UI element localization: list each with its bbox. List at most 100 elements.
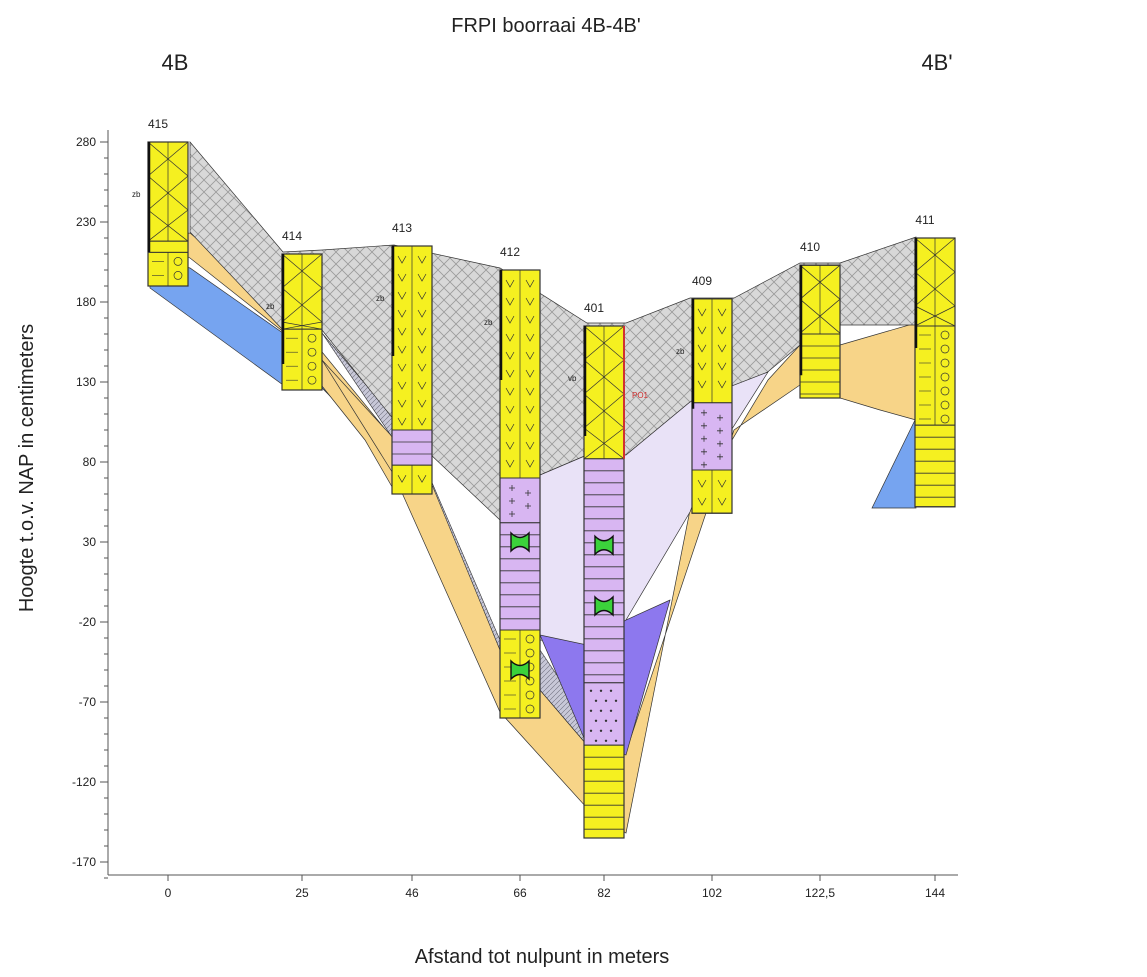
layer-mark	[525, 648, 535, 658]
x-tick-label: 144	[925, 886, 945, 900]
layer-mark	[525, 297, 535, 306]
layer-mark	[307, 375, 317, 385]
layer-mark	[525, 704, 535, 714]
layer-mark	[697, 344, 707, 353]
layer-mark	[505, 441, 515, 450]
layer-mark	[940, 330, 950, 340]
layer-mark	[397, 309, 407, 318]
borehole-tag: zb	[676, 347, 685, 356]
layer-mark	[701, 435, 707, 442]
borehole-id: 414	[282, 229, 302, 243]
x-tick-label: 122,5	[805, 886, 835, 900]
layer-mark	[509, 511, 515, 517]
layer-mark	[397, 273, 407, 282]
borehole-id: 410	[800, 240, 820, 254]
layer-mark	[717, 440, 723, 447]
layer-mark	[589, 729, 593, 732]
layer-mark	[307, 361, 317, 371]
layer-mark	[505, 459, 515, 468]
layer-mark	[417, 381, 427, 390]
organic-marker-icon	[510, 659, 530, 681]
layer-mark	[940, 358, 950, 368]
layer-mark	[417, 475, 427, 483]
layer-mark	[397, 345, 407, 354]
borehole-outline	[499, 269, 541, 719]
layer-mark	[604, 739, 608, 742]
layer-mark	[397, 475, 407, 483]
layer-mark	[505, 351, 515, 360]
layer-mark	[505, 405, 515, 414]
layer-mark	[701, 461, 707, 468]
layer-mark	[417, 255, 427, 264]
layer-mark	[417, 309, 427, 318]
borehole-layer	[391, 429, 433, 466]
borehole-outline	[914, 237, 956, 508]
x-tick-label: 102	[702, 886, 722, 900]
section-end-label: 4B'	[921, 50, 952, 75]
layer-mark	[505, 423, 515, 432]
borehole-layer	[499, 477, 541, 524]
layer-mark	[697, 497, 707, 506]
borehole-tag: zb	[484, 318, 493, 327]
borehole-id: 411	[915, 213, 934, 227]
borehole-id: 401	[584, 301, 604, 315]
borehole-id: 412	[500, 245, 520, 259]
layer-mark	[525, 490, 531, 496]
layer-mark	[697, 479, 707, 488]
borehole-outline	[391, 245, 433, 495]
layer-mark	[599, 709, 603, 712]
layer-mark	[717, 427, 723, 434]
borehole-layer	[583, 682, 625, 746]
layer-mark	[307, 333, 317, 343]
layer-mark	[505, 279, 515, 288]
layer-mark	[697, 326, 707, 335]
layer-mark	[614, 719, 618, 722]
layer-mark	[609, 729, 613, 732]
layer-mark	[589, 709, 593, 712]
layer-mark	[505, 387, 515, 396]
y-tick-label: 180	[76, 295, 96, 309]
layer-mark	[594, 739, 598, 742]
layer-mark	[397, 399, 407, 408]
layer-mark	[525, 690, 535, 700]
layer-mark	[604, 699, 608, 702]
organic-marker-icon	[594, 534, 614, 556]
y-tick-label: -120	[72, 775, 96, 789]
layer-mark	[589, 689, 593, 692]
borehole-layer	[799, 333, 841, 399]
layer-mark	[505, 333, 515, 342]
chart-title: FRPI boorraai 4B-4B'	[451, 15, 640, 37]
section-start-label: 4B	[162, 50, 189, 75]
x-tick-label: 66	[513, 886, 527, 900]
y-tick-label: 280	[76, 135, 96, 149]
x-tick-label: 46	[405, 886, 419, 900]
layer-mark	[701, 422, 707, 429]
y-tick-label: 80	[83, 455, 97, 469]
layer-mark	[717, 414, 723, 421]
layer-mark	[509, 498, 515, 504]
layer-mark	[525, 333, 535, 342]
layer-mark	[717, 453, 723, 460]
layer-mark	[717, 326, 727, 335]
y-tick-label: 30	[83, 535, 97, 549]
layer-mark	[614, 739, 618, 742]
layer-mark	[505, 315, 515, 324]
layer-mark	[940, 400, 950, 410]
layer-mark	[397, 363, 407, 372]
borehole-layer	[147, 240, 189, 253]
layer-mark	[397, 417, 407, 426]
borehole-layer	[583, 744, 625, 839]
layer-mark	[525, 459, 535, 468]
layer-mark	[604, 719, 608, 722]
y-tick-label: -70	[79, 695, 97, 709]
layer-mark	[697, 380, 707, 389]
y-axis-title: Hoogte t.o.v. NAP in centimeters	[16, 324, 38, 612]
y-tick-label: -170	[72, 855, 96, 869]
